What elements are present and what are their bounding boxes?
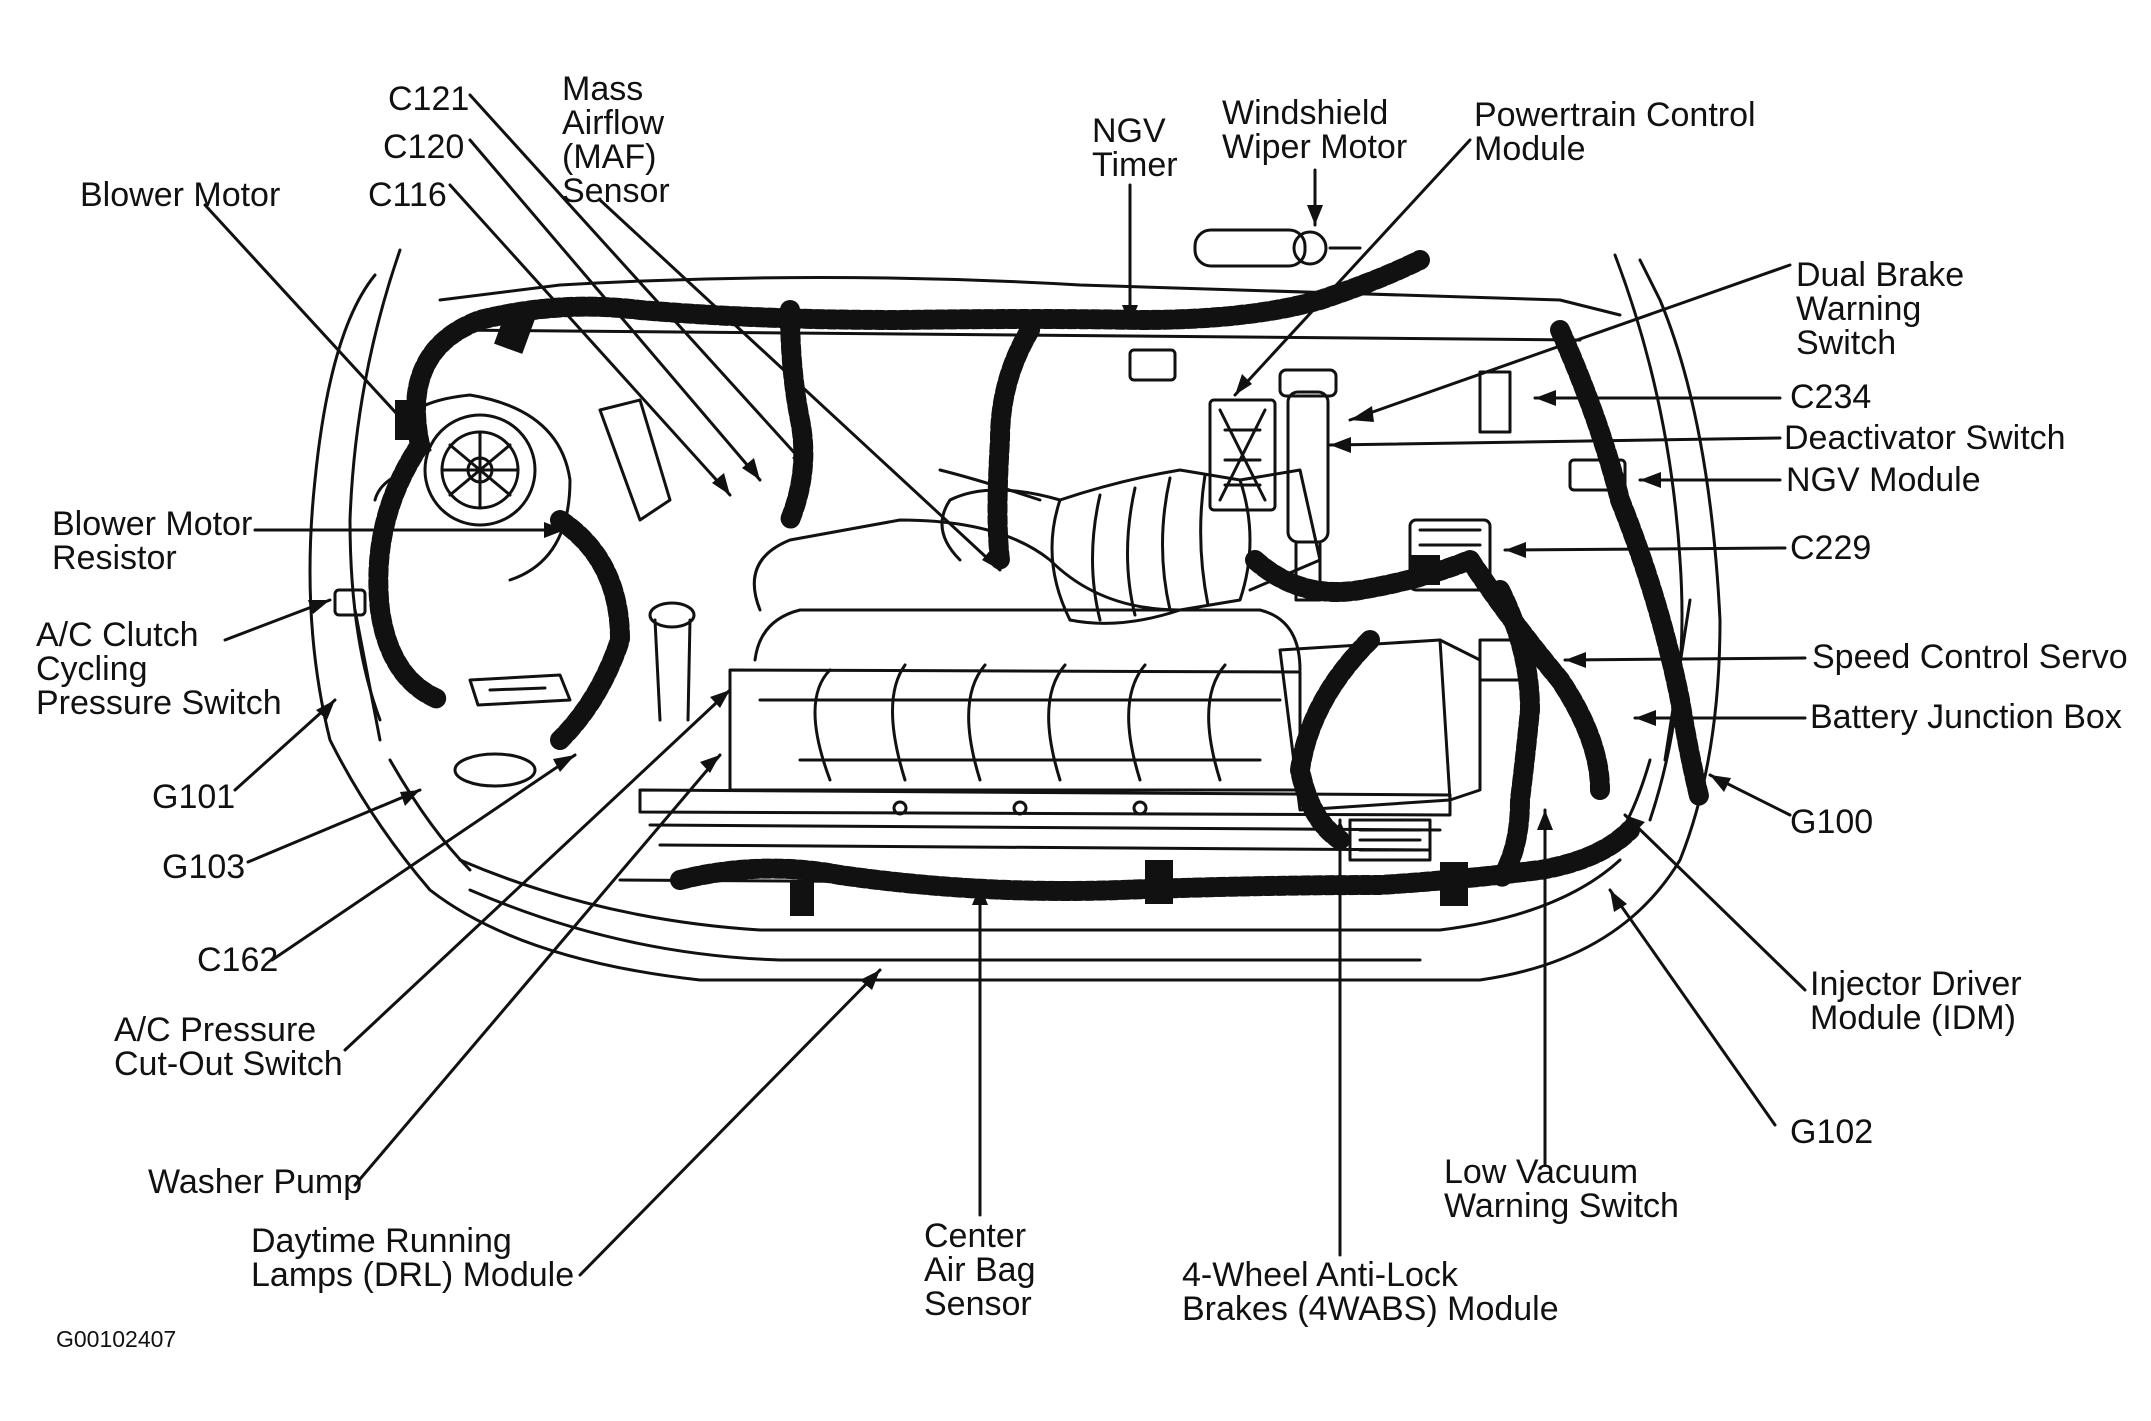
label-speed-control-servo: Speed Control Servo bbox=[1812, 638, 2128, 676]
label-drl-module: Daytime Running Lamps (DRL) Module bbox=[251, 1222, 575, 1294]
wiper-motor bbox=[1193, 228, 1362, 268]
label-ac-clutch-cycling-pressure-switch: A/C Clutch Cycling Pressure Switch bbox=[36, 616, 282, 722]
label-4wabs-module: 4-Wheel Anti-Lock Brakes (4WABS) Module bbox=[1182, 1256, 1559, 1328]
label-maf-sensor: Mass Airflow (MAF) Sensor bbox=[562, 70, 670, 210]
label-c162: C162 bbox=[197, 941, 279, 979]
vehicle-body-outline bbox=[308, 248, 1722, 982]
label-ac-pressure-cut-out-switch: A/C Pressure Cut-Out Switch bbox=[114, 1011, 343, 1083]
master-cylinder bbox=[1208, 368, 1338, 602]
wiring-harness bbox=[368, 250, 1710, 901]
label-c121: C121 bbox=[388, 80, 470, 118]
leader-arrowheads bbox=[308, 205, 1731, 990]
blower-motor-assembly bbox=[373, 393, 572, 582]
label-dual-brake-warning-switch: Dual Brake Warning Switch bbox=[1796, 256, 1965, 362]
label-g100: G100 bbox=[1790, 803, 1874, 841]
leader-lines bbox=[203, 93, 1807, 1277]
label-blower-motor: Blower Motor bbox=[80, 176, 281, 214]
figure-id: G00102407 bbox=[56, 1326, 177, 1352]
label-c229: C229 bbox=[1790, 529, 1872, 567]
label-c234: C234 bbox=[1790, 378, 1872, 416]
harness-clips bbox=[395, 306, 1468, 916]
label-washer-pump: Washer Pump bbox=[148, 1163, 363, 1201]
label-c116: C116 bbox=[368, 176, 447, 214]
intake-manifold bbox=[752, 518, 1302, 782]
label-battery-junction-box: Battery Junction Box bbox=[1810, 698, 2122, 736]
label-windshield-wiper-motor: Windshield Wiper Motor bbox=[1222, 94, 1408, 166]
label-low-vacuum-warning-switch: Low Vacuum Warning Switch bbox=[1444, 1153, 1679, 1225]
label-ngv-timer: NGV Timer bbox=[1092, 112, 1178, 184]
radiator-support bbox=[618, 668, 1472, 887]
label-blower-motor-resistor: Blower Motor Resistor bbox=[52, 505, 253, 577]
label-g103: G103 bbox=[162, 848, 246, 886]
label-g102: G102 bbox=[1790, 1113, 1874, 1151]
label-deactivator-switch: Deactivator Switch bbox=[1784, 419, 2066, 457]
label-injector-driver-module: Injector Driver Module (IDM) bbox=[1810, 965, 2022, 1037]
label-g101: G101 bbox=[152, 778, 236, 816]
label-center-air-bag-sensor: Center Air Bag Sensor bbox=[924, 1217, 1036, 1323]
label-ngv-module: NGV Module bbox=[1786, 461, 1981, 499]
label-powertrain-control-module: Powertrain Control Module bbox=[1474, 96, 1756, 168]
label-c120: C120 bbox=[383, 128, 465, 166]
left-side-components bbox=[333, 398, 696, 788]
